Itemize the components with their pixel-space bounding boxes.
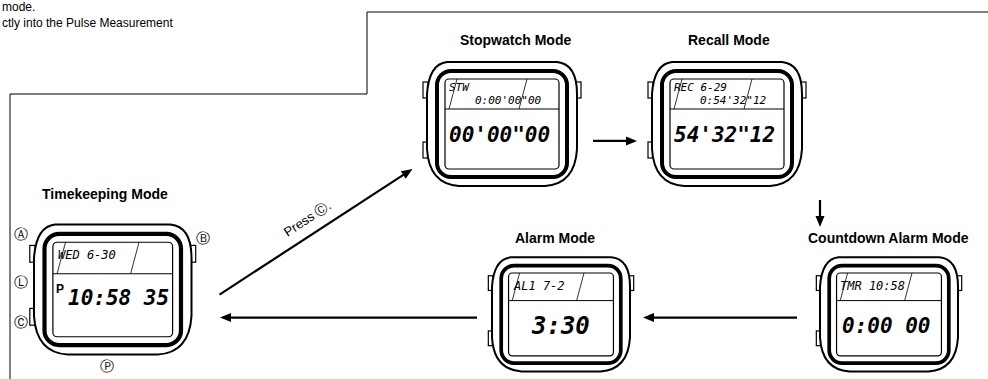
lcd-divider bbox=[445, 109, 559, 110]
lcd-text: STW bbox=[449, 81, 469, 94]
mode-title: Stopwatch Mode bbox=[460, 32, 571, 48]
watch-drawing bbox=[415, 32, 590, 197]
button-letter: Ⓛ bbox=[14, 274, 28, 292]
lcd-text: 54'32"12 bbox=[674, 123, 775, 147]
watch-drawing bbox=[800, 230, 980, 376]
mode-arrow bbox=[593, 136, 637, 145]
lcd-display bbox=[509, 273, 614, 356]
lcd-text: 0:54'32"12 bbox=[700, 94, 766, 107]
mode-arrow bbox=[643, 313, 797, 322]
lcd-text: AL1 7-2 bbox=[514, 279, 565, 293]
lcd-text: REC 6-29 bbox=[674, 81, 727, 94]
mode-title: Countdown Alarm Mode bbox=[808, 230, 968, 246]
lcd-text: 10:58 35 bbox=[68, 286, 169, 310]
mode-title: Recall Mode bbox=[688, 32, 770, 48]
mode-arrow bbox=[220, 313, 477, 322]
watch-case bbox=[820, 257, 958, 371]
watch-illustration bbox=[488, 257, 633, 371]
lcd-divider bbox=[670, 109, 784, 110]
watch-case bbox=[492, 257, 630, 371]
watch-bezel bbox=[437, 71, 567, 177]
watch-illustration bbox=[423, 62, 581, 186]
mode-arrow bbox=[220, 169, 413, 295]
watch-illustration bbox=[30, 224, 196, 354]
lcd-divider bbox=[509, 300, 614, 301]
arrow-head bbox=[220, 313, 231, 322]
watch-case bbox=[427, 62, 577, 186]
button-letter: Ⓒ bbox=[14, 314, 28, 332]
arrow-head bbox=[643, 313, 654, 322]
note-text: ctly into the Pulse Measurement bbox=[2, 16, 173, 30]
watch-bezel bbox=[45, 234, 182, 345]
mode-title: Alarm Mode bbox=[515, 230, 595, 246]
watch-drawing bbox=[12, 186, 217, 376]
button-letter: Ⓐ bbox=[14, 226, 28, 244]
note-text: mode. bbox=[2, 0, 35, 14]
arrow-head bbox=[816, 216, 825, 227]
arrow-line bbox=[220, 174, 405, 294]
lcd-text: 0:00 00 bbox=[842, 314, 931, 338]
lcd-text: 3:30 bbox=[532, 312, 590, 340]
watch-illustration bbox=[816, 257, 961, 371]
watch-bezel bbox=[501, 266, 621, 364]
lcd-text: P bbox=[56, 282, 64, 296]
mode-panel: Recall ModeREC 6-290:54'32"12 54'32"12 bbox=[640, 32, 840, 197]
watch-bezel bbox=[662, 71, 792, 177]
watch-illustration bbox=[648, 62, 806, 186]
watch-drawing bbox=[480, 230, 640, 376]
lcd-divider bbox=[905, 273, 912, 301]
button-letter: Ⓟ bbox=[100, 358, 114, 376]
mode-arrow bbox=[816, 200, 825, 227]
watch-drawing bbox=[640, 32, 840, 197]
mode-panel: Countdown Alarm ModeTMR 10:58 0:00 00 bbox=[800, 230, 980, 376]
arrow-line bbox=[819, 200, 821, 217]
arrow-head bbox=[401, 169, 413, 179]
lcd-display bbox=[53, 242, 173, 337]
mode-panel: Alarm ModeAL1 7-2 3:30 bbox=[480, 230, 640, 376]
lcd-text: TMR 10:58 bbox=[840, 279, 905, 293]
frame-line bbox=[10, 12, 988, 379]
edge-label: Press Ⓒ. bbox=[281, 197, 336, 241]
watch-bezel bbox=[829, 266, 949, 364]
lcd-display bbox=[670, 79, 784, 169]
lcd-divider bbox=[131, 242, 139, 274]
arrow-line bbox=[653, 317, 797, 319]
lcd-text: 00'00"00 bbox=[449, 123, 550, 147]
lcd-text: WED 6-30 bbox=[58, 248, 116, 262]
watch-case bbox=[652, 62, 802, 186]
watch-case bbox=[34, 224, 192, 354]
button-letter: Ⓑ bbox=[196, 230, 210, 248]
mode-panel: Timekeeping ModeWED 6-30P 10:58 35 Ⓐ Ⓑ Ⓛ Ⓒ Ⓟ bbox=[12, 186, 217, 376]
lcd-text: 0:00'00"00 bbox=[475, 94, 541, 107]
lcd-divider bbox=[837, 300, 942, 301]
lcd-divider bbox=[577, 273, 584, 301]
lcd-divider bbox=[53, 273, 173, 274]
arrow-head bbox=[626, 136, 637, 145]
arrow-line bbox=[593, 140, 627, 142]
mode-title: Timekeeping Mode bbox=[42, 186, 168, 202]
mode-panel: Stopwatch ModeSTW 0:00'00"00 00'00"00 bbox=[415, 32, 590, 197]
lcd-display bbox=[445, 79, 559, 169]
arrow-line bbox=[230, 317, 477, 319]
lcd-display bbox=[837, 273, 942, 356]
